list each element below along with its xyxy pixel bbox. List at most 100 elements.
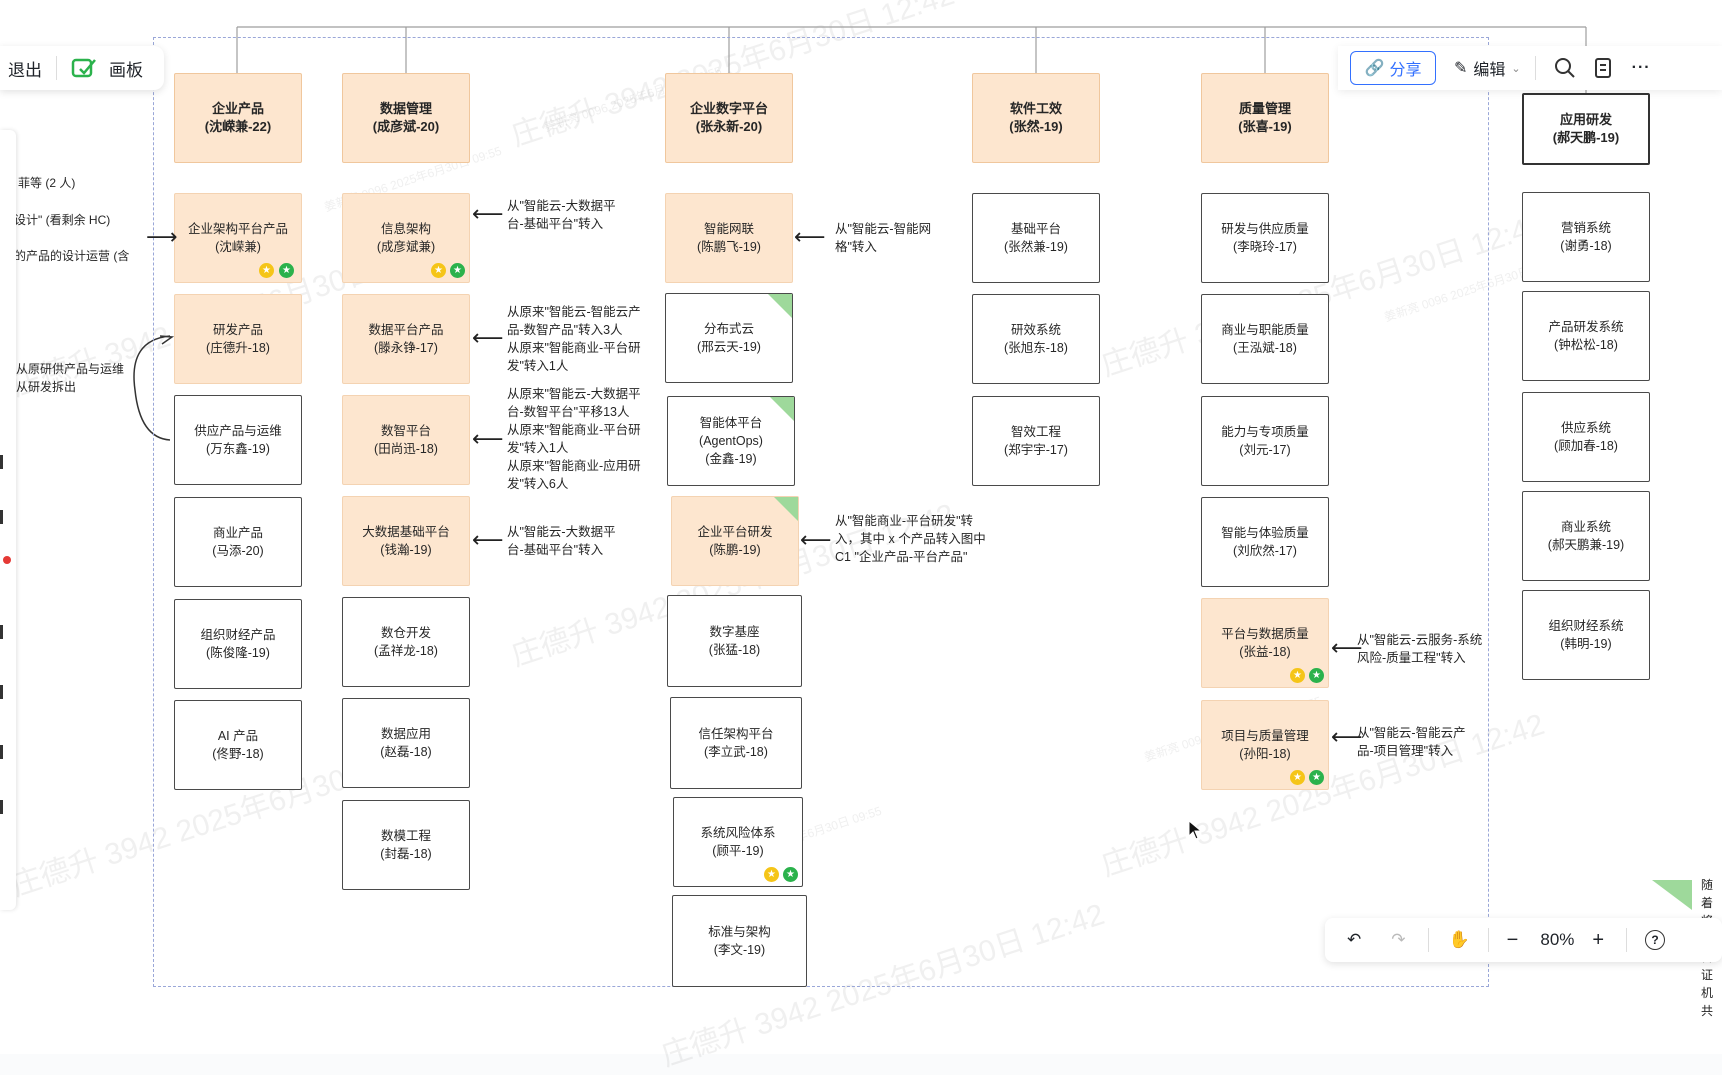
column-head-enterprise-digital-platform[interactable]: 企业数字平台 (张永新-20) bbox=[665, 73, 793, 163]
share-button[interactable]: 🔗 分享 bbox=[1350, 51, 1436, 85]
edit-label: 编辑 bbox=[1473, 62, 1506, 79]
node-agent-platform[interactable]: 智能体平台 (AgentOps) (金鑫-19) bbox=[667, 396, 795, 486]
node-enterprise-arch-platform[interactable]: 企业架构平台产品 (沈嵘兼) ★ ★ bbox=[174, 193, 302, 283]
edit-button[interactable]: ✎ 编辑 ⌄ bbox=[1454, 56, 1521, 80]
star-icon: ★ bbox=[279, 263, 294, 278]
node-rd-supply-quality[interactable]: 研发与供应质量 (李晓玲-17) bbox=[1201, 193, 1329, 283]
star-icon: ★ bbox=[1309, 668, 1324, 683]
node-project-quality-management[interactable]: 项目与质量管理 (孙阳-18) ★ ★ bbox=[1201, 700, 1329, 790]
document-icon bbox=[1594, 58, 1611, 78]
node-rd-product[interactable]: 研发产品 (庄德升-18) bbox=[174, 294, 302, 384]
node-intelligence-experience-quality[interactable]: 智能与体验质量 (刘欣然-17) bbox=[1201, 497, 1329, 587]
node-distributed-cloud[interactable]: 分布式云 (邢云天-19) bbox=[665, 293, 793, 383]
node-data-platform-product[interactable]: 数据平台产品 (滕永铮-17) bbox=[342, 294, 470, 384]
arrow-left-icon: ⟵ bbox=[472, 201, 504, 226]
node-supply-system[interactable]: 供应系统 (顾加春-18) bbox=[1522, 392, 1650, 482]
node-data-application[interactable]: 数据应用 (赵磊-18) bbox=[342, 698, 470, 788]
rail-marker bbox=[0, 800, 3, 814]
help-icon[interactable]: ? bbox=[1645, 930, 1666, 950]
node-label: 项目与质量管理 (孙阳-18) bbox=[1221, 729, 1309, 761]
board-icon bbox=[71, 56, 97, 80]
search-icon bbox=[1554, 58, 1575, 78]
left-note: 设计" (看剩余 HC) bbox=[14, 213, 111, 227]
left-side-rail[interactable] bbox=[0, 130, 16, 910]
corner-tag-icon bbox=[768, 294, 792, 318]
node-rd-efficiency-system[interactable]: 研效系统 (张旭东-18) bbox=[972, 294, 1100, 384]
board-title[interactable]: 画板 bbox=[109, 60, 143, 80]
hand-icon[interactable]: ✋ bbox=[1448, 930, 1470, 949]
node-business-system[interactable]: 商业系统 (郝天鹏兼-19) bbox=[1522, 491, 1650, 581]
node-smart-efficiency-eng[interactable]: 智效工程 (郑宇宇-17) bbox=[972, 396, 1100, 486]
divider bbox=[1534, 56, 1536, 80]
node-enterprise-platform-rd[interactable]: 企业平台研发 (陈鹏-19) bbox=[671, 496, 799, 586]
star-icon: ★ bbox=[1290, 668, 1305, 683]
transfer-note: 从"智能云-大数据平 台-基础平台"转入 bbox=[507, 525, 616, 557]
rail-marker bbox=[0, 455, 3, 469]
star-icon: ★ bbox=[764, 867, 779, 882]
document-button[interactable] bbox=[1594, 57, 1614, 79]
arrow-left-icon: ⟵ bbox=[472, 426, 504, 451]
node-label: 分布式云 (邢云天-19) bbox=[697, 322, 761, 354]
star-icon: ★ bbox=[783, 867, 798, 882]
link-icon: 🔗 bbox=[1364, 60, 1385, 77]
arrow-right-icon: ⟶ bbox=[146, 224, 178, 249]
zoom-out-button[interactable]: − bbox=[1506, 928, 1519, 951]
left-note: 从原研供产品与运维 从研发拆出 bbox=[16, 362, 125, 394]
zoom-level[interactable]: 80% bbox=[1540, 930, 1575, 949]
divider bbox=[1427, 928, 1429, 952]
share-label: 分享 bbox=[1389, 62, 1422, 79]
node-capability-special-quality[interactable]: 能力与专项质量 (刘元-17) bbox=[1201, 396, 1329, 486]
column-head-enterprise-product[interactable]: 企业产品 (沈嵘兼-22) bbox=[174, 73, 302, 163]
column-head-application-rd[interactable]: 应用研发 (郝天鹏-19) bbox=[1522, 93, 1650, 165]
node-bigdata-base-platform[interactable]: 大数据基础平台 (钱瀚-19) bbox=[342, 496, 470, 586]
node-platform-data-quality[interactable]: 平台与数据质量 (张益-18) ★ ★ bbox=[1201, 598, 1329, 688]
divider bbox=[1487, 928, 1489, 952]
star-icon: ★ bbox=[1290, 770, 1305, 785]
column-head-software-efficiency[interactable]: 软件工效 (张然-19) bbox=[972, 73, 1100, 163]
node-label: 系统风险体系 (顾平-19) bbox=[700, 826, 776, 858]
node-ai-product[interactable]: AI 产品 (佟野-18) bbox=[174, 700, 302, 790]
rail-marker bbox=[0, 745, 3, 759]
divider bbox=[56, 56, 57, 80]
transfer-note: 从"智能云-云服务-系统 风险-质量工程"转入 bbox=[1357, 633, 1483, 665]
node-label: 企业架构平台产品 (沈嵘兼) bbox=[187, 222, 288, 254]
node-smart-data-platform[interactable]: 数智平台 (田尚迅-18) bbox=[342, 395, 470, 485]
transfer-note: 从"智能云-大数据平 台-基础平台"转入 bbox=[507, 199, 616, 231]
undo-icon[interactable]: ↶ bbox=[1347, 930, 1362, 949]
node-marketing-system[interactable]: 营销系统 (谢勇-18) bbox=[1522, 192, 1650, 282]
node-supply-product[interactable]: 供应产品与运维 (万东鑫-19) bbox=[174, 395, 302, 485]
chevron-down-icon: ⌄ bbox=[1511, 62, 1521, 75]
node-info-arch[interactable]: 信息架构 (成彦斌兼) ★ ★ bbox=[342, 193, 470, 283]
search-button[interactable] bbox=[1554, 57, 1576, 79]
node-base-platform[interactable]: 基础平台 (张然兼-19) bbox=[972, 193, 1100, 283]
star-icon: ★ bbox=[450, 263, 465, 278]
node-product-rd-system[interactable]: 产品研发系统 (钟松松-18) bbox=[1522, 291, 1650, 381]
node-system-risk[interactable]: 系统风险体系 (顾平-19) ★ ★ bbox=[673, 797, 803, 887]
red-dot-icon bbox=[3, 556, 11, 564]
exit-button[interactable]: 退出 bbox=[8, 60, 42, 80]
transfer-note: 从"智能云-智能云产 品-项目管理"转入 bbox=[1357, 726, 1466, 758]
node-org-finance-product[interactable]: 组织财经产品 (陈俊隆-19) bbox=[174, 599, 302, 689]
corner-tag-icon bbox=[770, 397, 794, 421]
node-business-product[interactable]: 商业产品 (马添-20) bbox=[174, 497, 302, 587]
left-note: 的产品的设计运营 (含 bbox=[14, 249, 130, 263]
more-button[interactable]: ··· bbox=[1632, 59, 1651, 77]
rail-marker bbox=[0, 510, 3, 524]
node-data-warehouse-dev[interactable]: 数仓开发 (孟祥龙-18) bbox=[342, 597, 470, 687]
zoom-in-button[interactable]: + bbox=[1592, 928, 1605, 951]
column-head-data-management[interactable]: 数据管理 (成彦斌-20) bbox=[342, 73, 470, 163]
arrow-left-icon: ⟵ bbox=[1331, 724, 1363, 749]
node-standard-arch[interactable]: 标准与架构 (李文-19) bbox=[672, 895, 807, 987]
node-intelligent-network[interactable]: 智能网联 (陈鹏飞-19) bbox=[665, 193, 793, 283]
rail-marker bbox=[0, 625, 3, 639]
node-business-function-quality[interactable]: 商业与职能质量 (王泓斌-18) bbox=[1201, 294, 1329, 384]
column-head-quality-management[interactable]: 质量管理 (张喜-19) bbox=[1201, 73, 1329, 163]
redo-icon[interactable]: ↷ bbox=[1391, 930, 1406, 949]
node-trust-arch-platform[interactable]: 信任架构平台 (李立武-18) bbox=[670, 697, 802, 789]
node-org-finance-system[interactable]: 组织财经系统 (韩明-19) bbox=[1522, 590, 1650, 680]
star-icon: ★ bbox=[431, 263, 446, 278]
transfer-note: 从"智能商业-平台研发"转 入，其中 x 个产品转入图中 C1 "企业产品-平台… bbox=[835, 514, 986, 564]
node-data-model-eng[interactable]: 数模工程 (封磊-18) bbox=[342, 800, 470, 890]
node-digital-base[interactable]: 数字基座 (张猛-18) bbox=[667, 595, 802, 687]
